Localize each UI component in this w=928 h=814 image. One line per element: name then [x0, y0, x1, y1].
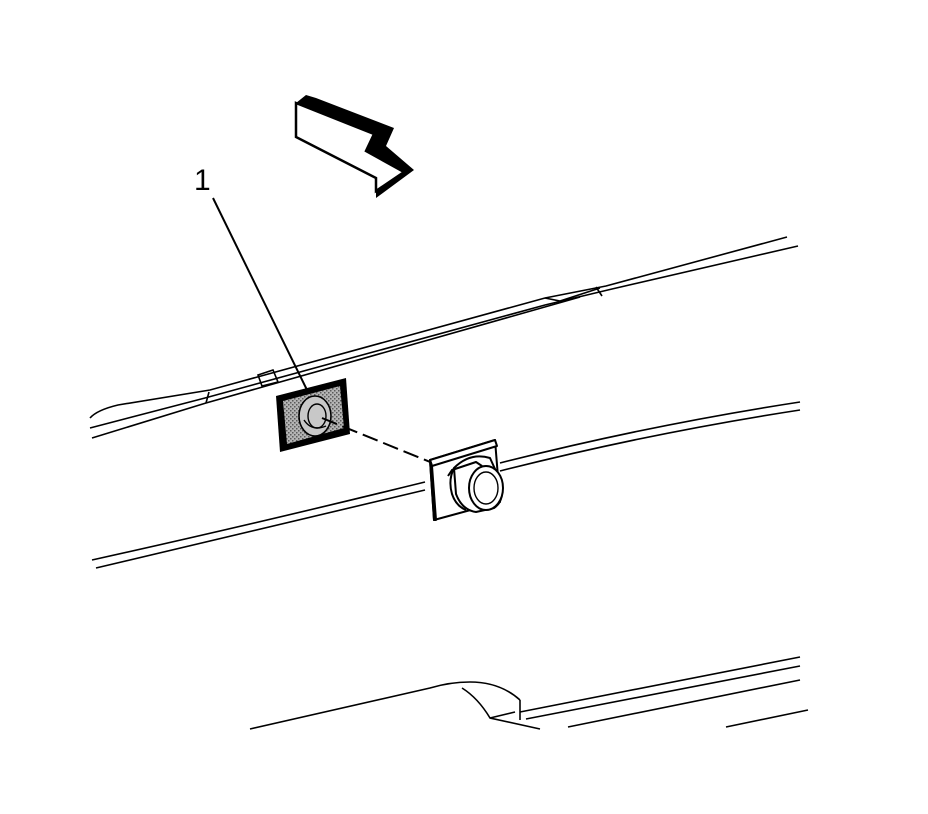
middle-bumper-crease [91, 401, 801, 569]
parking-sensor-icon [429, 439, 504, 521]
upper-bumper-edge [89, 236, 799, 439]
view-direction-arrow-icon [294, 95, 414, 198]
callout-leader-line [212, 197, 309, 393]
callout-number: 1 [194, 164, 211, 197]
sensor-mounting-hole [276, 378, 350, 452]
lower-bumper-edge [249, 656, 809, 730]
